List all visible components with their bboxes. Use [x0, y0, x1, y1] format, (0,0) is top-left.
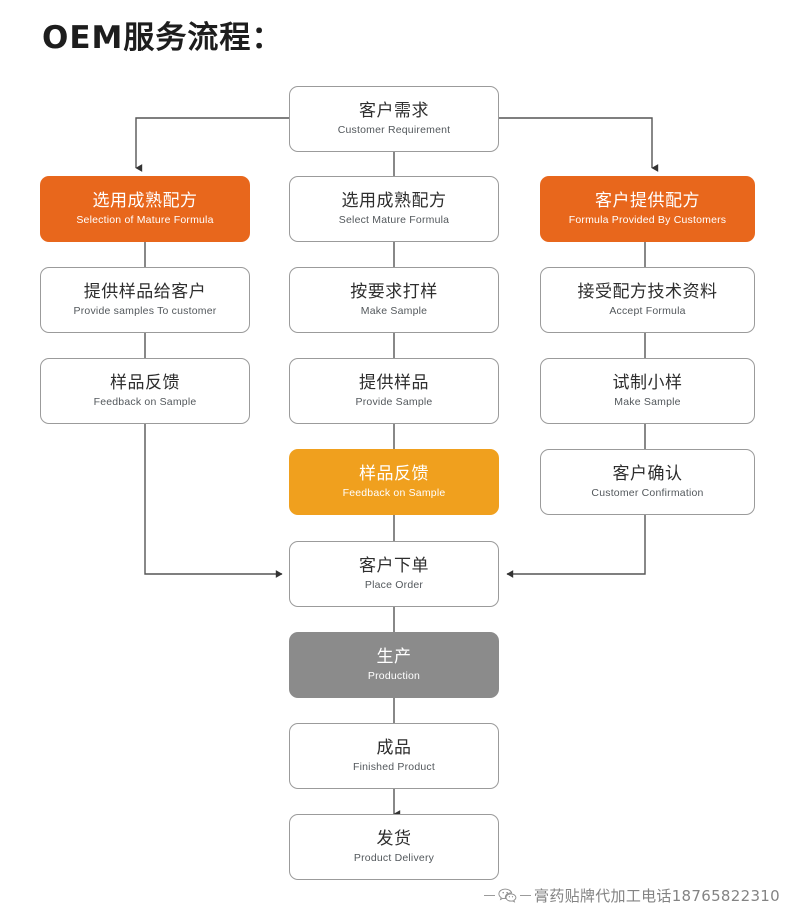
node-label-cn: 选用成熟配方	[92, 190, 198, 211]
watermark-dash-right	[520, 895, 532, 896]
node-selection-mature-formula[interactable]: 选用成熟配方 Selection of Mature Formula	[40, 176, 250, 242]
node-label-cn: 客户下单	[359, 555, 429, 576]
node-label-en: Accept Formula	[609, 304, 686, 317]
node-label-en: Product Delivery	[353, 851, 435, 864]
node-label-cn: 客户确认	[612, 463, 683, 484]
node-label-cn: 提供样品	[359, 372, 429, 393]
node-make-sample-on-request[interactable]: 按要求打样 Make Sample	[289, 267, 499, 333]
node-label-cn: 样品反馈	[359, 463, 429, 484]
node-label-en: Customer Requirement	[337, 123, 451, 136]
watermark: 膏药贴牌代加工电话18765822310	[484, 885, 780, 906]
node-label-cn: 试制小样	[612, 372, 683, 393]
wechat-icon	[498, 888, 517, 903]
node-label-en: Formula Provided By Customers	[568, 213, 727, 226]
node-label-en: Provide Sample	[355, 395, 433, 408]
watermark-dash-left	[484, 895, 496, 896]
node-label-en: Finished Product	[353, 760, 435, 773]
node-label-en: Make Sample	[360, 304, 428, 317]
node-label-en: Production	[367, 669, 421, 682]
node-label-en: Select Mature Formula	[338, 213, 450, 226]
node-accept-formula[interactable]: 接受配方技术资料 Accept Formula	[540, 267, 755, 333]
node-make-sample-trial[interactable]: 试制小样 Make Sample	[540, 358, 755, 424]
node-feedback-on-sample-center[interactable]: 样品反馈 Feedback on Sample	[289, 449, 499, 515]
node-provide-sample[interactable]: 提供样品 Provide Sample	[289, 358, 499, 424]
node-feedback-on-sample-left[interactable]: 样品反馈 Feedback on Sample	[40, 358, 250, 424]
node-formula-provided-by-customers[interactable]: 客户提供配方 Formula Provided By Customers	[540, 176, 755, 242]
node-product-delivery[interactable]: 发货 Product Delivery	[289, 814, 499, 880]
node-select-mature-formula[interactable]: 选用成熟配方 Select Mature Formula	[289, 176, 499, 242]
node-place-order[interactable]: 客户下单 Place Order	[289, 541, 499, 607]
watermark-text: 膏药贴牌代加工电话18765822310	[534, 887, 780, 905]
node-label-en: Feedback on Sample	[342, 486, 446, 499]
node-label-en: Feedback on Sample	[93, 395, 197, 408]
node-label-cn: 提供样品给客户	[83, 281, 207, 302]
page-title: OEM服务流程：	[42, 20, 284, 56]
node-production[interactable]: 生产 Production	[289, 632, 499, 698]
node-label-cn: 选用成熟配方	[341, 190, 447, 211]
node-label-en: Customer Confirmation	[591, 486, 704, 499]
node-label-en: Selection of Mature Formula	[76, 213, 214, 226]
node-label-cn: 发货	[376, 828, 412, 849]
node-label-cn: 样品反馈	[110, 372, 180, 393]
node-label-cn: 成品	[376, 737, 412, 758]
node-label-cn: 按要求打样	[350, 281, 438, 302]
node-label-cn: 接受配方技术资料	[577, 281, 718, 302]
node-customer-requirement[interactable]: 客户需求 Customer Requirement	[289, 86, 499, 152]
node-label-en: Provide samples To customer	[73, 304, 217, 317]
node-label-cn: 客户需求	[359, 100, 429, 121]
node-label-cn: 生产	[376, 646, 412, 667]
node-label-en: Place Order	[364, 578, 424, 591]
node-provide-samples-to-customer[interactable]: 提供样品给客户 Provide samples To customer	[40, 267, 250, 333]
node-finished-product[interactable]: 成品 Finished Product	[289, 723, 499, 789]
node-label-cn: 客户提供配方	[595, 190, 700, 211]
node-label-en: Make Sample	[614, 395, 681, 408]
node-customer-confirmation[interactable]: 客户确认 Customer Confirmation	[540, 449, 755, 515]
